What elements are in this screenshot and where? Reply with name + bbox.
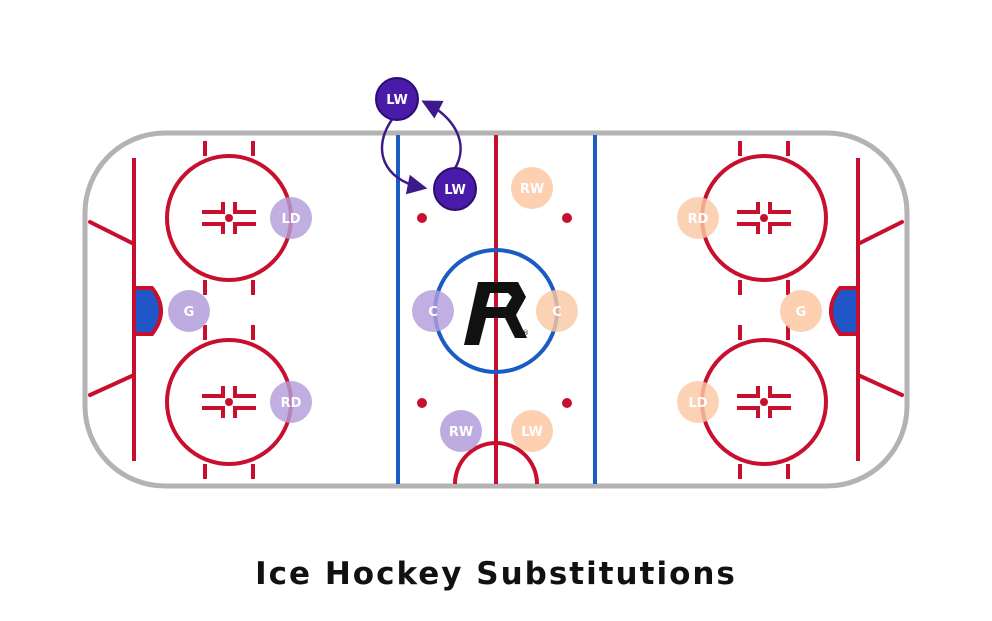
purple-g-token: G bbox=[168, 290, 210, 332]
sub-arrow-to-ice bbox=[380, 117, 428, 195]
purple-ld-token: LD bbox=[270, 197, 312, 239]
orange-lw-token: LW bbox=[511, 410, 553, 452]
faceoff-dot bbox=[225, 214, 233, 222]
player-label: C bbox=[552, 305, 562, 320]
purple-c-token: C bbox=[412, 290, 454, 332]
goal-crease-right bbox=[829, 286, 860, 336]
player-label: G bbox=[184, 305, 195, 320]
player-label: G bbox=[796, 305, 807, 320]
sub-arrow-to-bench bbox=[421, 100, 462, 171]
purple-rw-token: RW bbox=[440, 410, 482, 452]
lw-bench-token: LW bbox=[375, 77, 419, 121]
orange-ld-token: LD bbox=[677, 381, 719, 423]
corner-marks bbox=[88, 220, 904, 397]
faceoff-dot bbox=[760, 214, 768, 222]
player-label: LW bbox=[521, 425, 543, 440]
orange-rd-token: RD bbox=[677, 197, 719, 239]
orange-c-token: C bbox=[536, 290, 578, 332]
neutral-zone-dots bbox=[417, 213, 572, 408]
diagram-caption: Ice Hockey Substitutions bbox=[255, 556, 737, 592]
player-label: RD bbox=[281, 396, 302, 411]
faceoff-dot bbox=[225, 398, 233, 406]
player-label: C bbox=[428, 305, 438, 320]
player-label: RW bbox=[520, 182, 544, 197]
logo-registered-mark: ® bbox=[522, 329, 529, 337]
rink-logo: ® bbox=[464, 282, 529, 345]
orange-rw-token: RW bbox=[511, 167, 553, 209]
player-label: LD bbox=[688, 396, 707, 411]
logo-r-shape bbox=[464, 282, 527, 345]
player-label: RW bbox=[449, 425, 473, 440]
purple-rd-token: RD bbox=[270, 381, 312, 423]
player-label: RD bbox=[688, 212, 709, 227]
player-label: LW bbox=[386, 93, 408, 108]
player-label: LD bbox=[281, 212, 300, 227]
referee-crease bbox=[453, 441, 539, 485]
faceoff-dot bbox=[760, 398, 768, 406]
goal-crease-left bbox=[132, 286, 163, 336]
lw-ice-token: LW bbox=[433, 167, 477, 211]
orange-g-token: G bbox=[780, 290, 822, 332]
player-label: LW bbox=[444, 183, 466, 198]
